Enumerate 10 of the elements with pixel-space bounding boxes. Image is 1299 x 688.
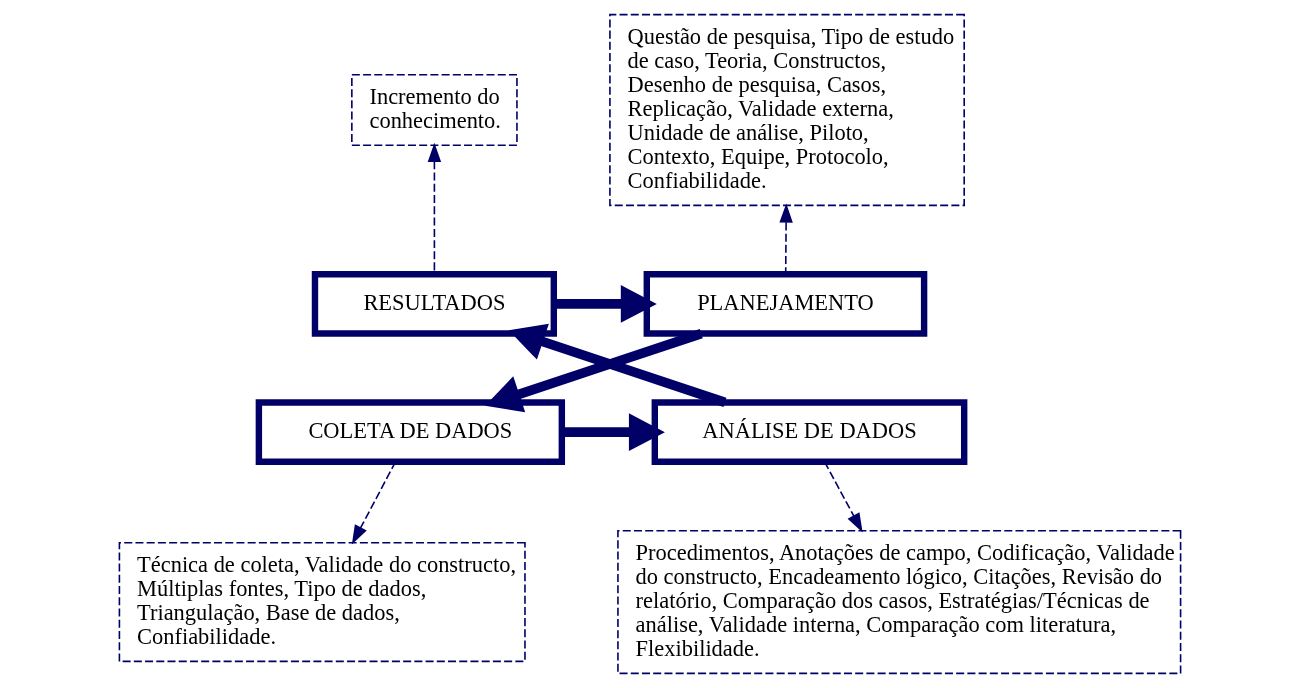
- node-box: Técnica de coleta, Validade do constructo, Múltiplas fontes, Tipo de dados, Triangulação, Base de dados, Confiabilidade.: [118, 541, 526, 663]
- node-box: Incremento do conhecimento.: [350, 73, 518, 147]
- node-box: PLANEJAMENTO: [643, 271, 927, 337]
- node-box: ANÁLISE DE DADOS: [651, 399, 967, 466]
- arrow: [508, 323, 726, 407]
- node-box: COLETA DE DADOS: [255, 399, 565, 466]
- arrow: [484, 329, 703, 413]
- node-box: Procedimentos, Anotações de campo, Codificação, Validade do constructo, Encadeamento lógico, Citações, Revisão do relatório, Comparação dos casos, Estratégias/Técnicas de análise, Validade interna, Comparação com literatura, Flexibilidade.: [616, 529, 1181, 675]
- node-box: Questão de pesquisa, Tipo de estudo de caso, Teoria, Constructos, Desenho de pesquisa, Casos, Replicação, Validade externa, Unidade de análise, Piloto, Contexto, Equipe, Protocolo, Confiabilidade.: [608, 13, 965, 207]
- node-box: RESULTADOS: [311, 271, 557, 337]
